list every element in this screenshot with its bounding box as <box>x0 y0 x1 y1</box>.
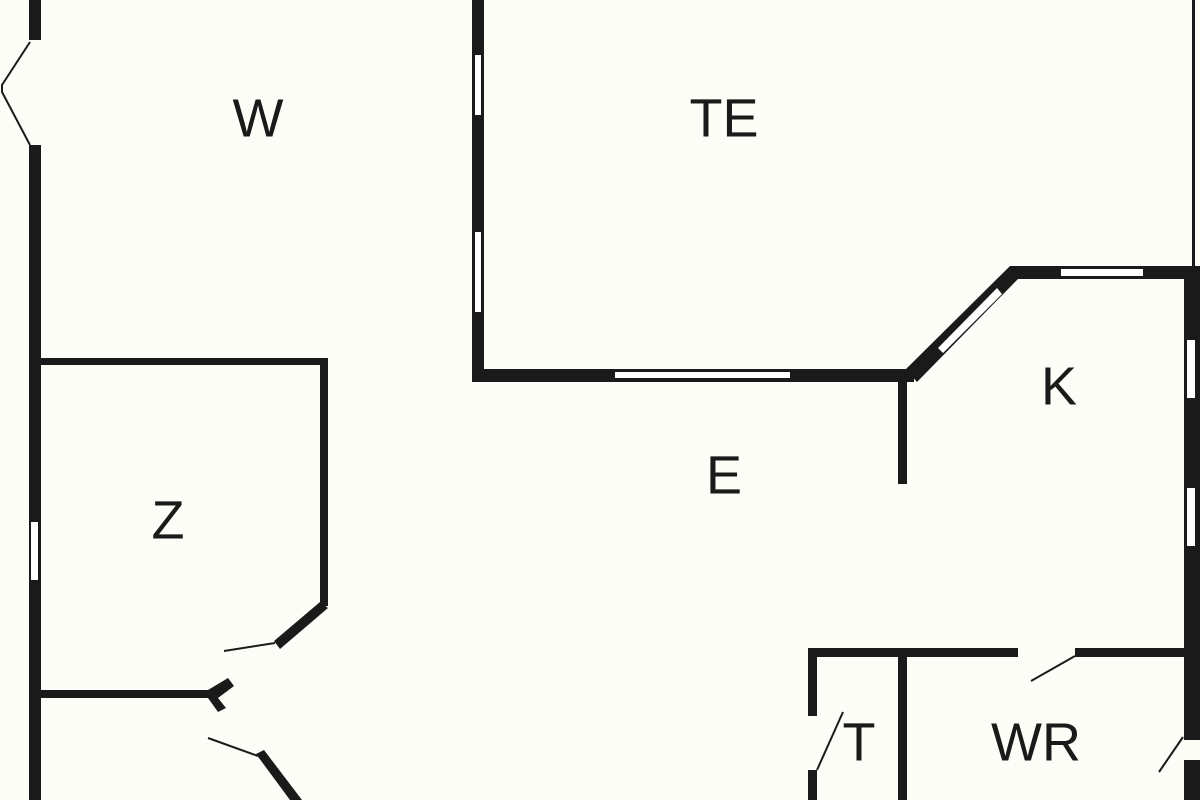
wall-z-bottom <box>38 690 210 698</box>
room-label-wr: WR <box>991 712 1081 772</box>
wall-z-corner <box>208 678 234 712</box>
window-kitchen-top <box>1061 269 1143 276</box>
door-wr <box>1030 655 1076 682</box>
door-lower-left <box>207 737 259 757</box>
wall-t-left <box>808 648 817 716</box>
door-z <box>223 642 276 652</box>
wall-left-outer <box>29 145 41 800</box>
wall-te-right-thin <box>1192 0 1195 268</box>
wall-kitchen-stub <box>898 376 907 484</box>
room-label-k: K <box>1041 356 1077 416</box>
room-label-z: Z <box>152 490 185 550</box>
window-te-bottom <box>615 372 790 378</box>
room-label-t: T <box>843 712 876 772</box>
window-right-1 <box>1187 340 1195 398</box>
room-label-te: TE <box>689 88 758 148</box>
room-labels: W TE K E Z T WR <box>152 88 1081 772</box>
window-te-left-2 <box>475 232 481 312</box>
wall-z-right <box>320 358 328 606</box>
wall-right-outer-bottom <box>1184 760 1200 800</box>
wall-z-diagonal <box>274 602 328 649</box>
door-t <box>816 711 844 771</box>
room-label-w: W <box>233 88 284 148</box>
wall-wr-top-left <box>808 648 1018 657</box>
wall-t-wr-divider <box>898 648 907 800</box>
wall-wr-top-right <box>1075 648 1187 657</box>
room-label-e: E <box>706 445 742 505</box>
door-right-exterior <box>1158 736 1184 773</box>
door-left-entrance <box>0 41 31 146</box>
wall-lower-diagonal <box>256 750 302 800</box>
window-right-2 <box>1187 488 1195 546</box>
wall-z-top <box>38 358 328 365</box>
wall-left-outer-top <box>29 0 41 40</box>
wall-t-left-bottom <box>808 770 817 800</box>
window-te-left-1 <box>475 55 481 115</box>
window-kitchen-diagonal <box>938 288 1002 353</box>
window-left <box>31 522 38 580</box>
